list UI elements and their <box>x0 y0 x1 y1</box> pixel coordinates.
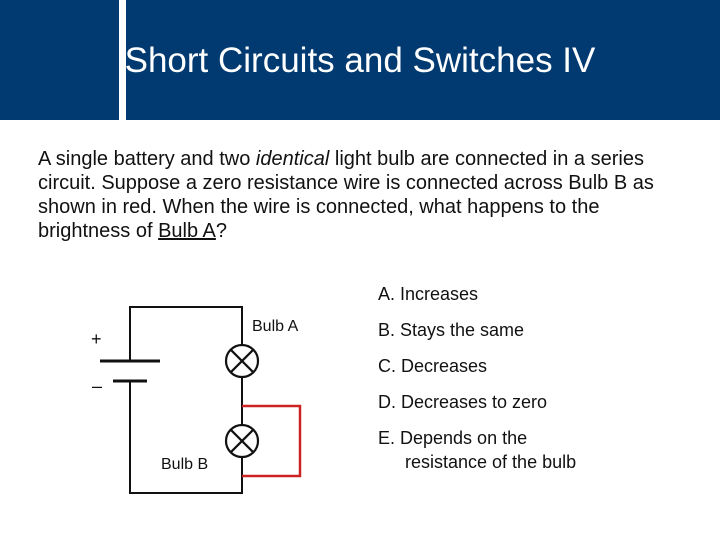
question-part-2: light bulb are connected in a series cir… <box>38 148 654 242</box>
bulb-b-cross-2 <box>229 428 255 454</box>
battery-plus-label: + <box>91 329 102 349</box>
header-block-left <box>0 0 119 120</box>
battery-minus-label: – <box>92 376 102 396</box>
choice-e-line2: resistance of the bulb <box>405 452 577 472</box>
wire-bottom <box>129 381 243 494</box>
header-block-right <box>126 0 720 120</box>
question-emphasis: identical <box>255 148 330 170</box>
wire-left-top <box>129 306 243 361</box>
bulb-a-cross-2 <box>229 348 255 374</box>
short-circuit-wire <box>242 404 302 478</box>
question-end: ? <box>215 220 228 242</box>
question-underlined: Bulb A <box>158 220 216 242</box>
choice-b: B. Stays the same <box>378 320 525 340</box>
battery <box>100 359 160 383</box>
choice-c: C. Decreases <box>378 356 488 376</box>
choice-e-line1: E. Depends on the <box>378 428 528 448</box>
question-part-1: A single battery and two <box>38 148 256 170</box>
bulb-a <box>224 343 260 379</box>
slide-title: Short Circuits and Switches IV <box>124 41 596 80</box>
bulb-b <box>224 423 260 459</box>
choice-d: D. Decreases to zero <box>378 392 548 412</box>
question-text: A single battery and two identical light… <box>38 147 678 243</box>
choice-a: A. Increases <box>378 284 479 304</box>
bulb-a-label: Bulb A <box>252 318 299 335</box>
choice-e: E. Depends on the resistance of the bulb <box>378 426 618 474</box>
bulb-b-label: Bulb B <box>161 456 208 473</box>
